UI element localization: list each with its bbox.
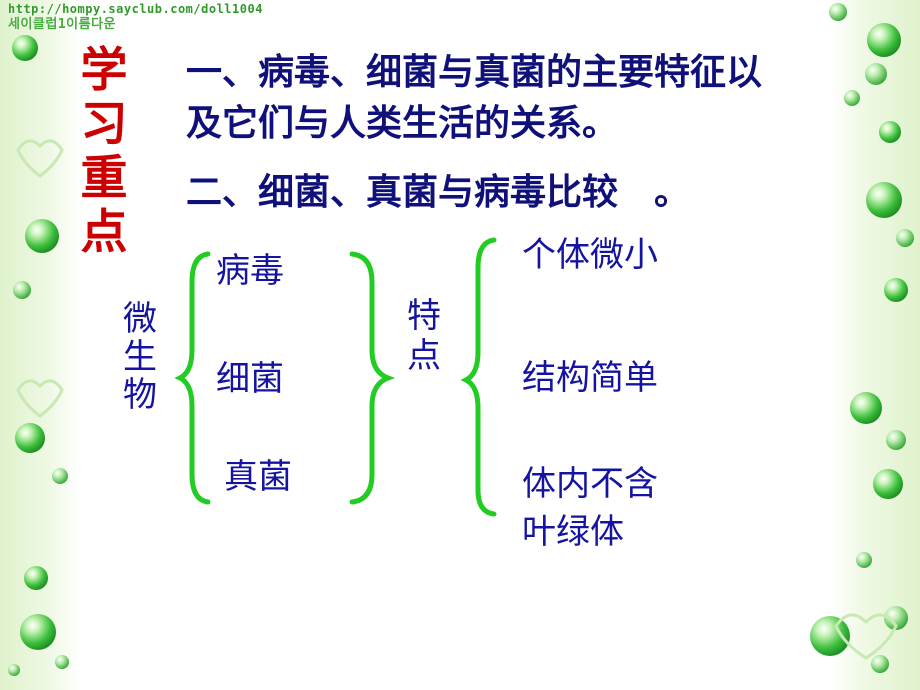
left-brace	[174, 251, 211, 505]
microbe-label: 微 生 物	[120, 300, 160, 414]
right-brace	[460, 237, 497, 517]
heading-char: 点	[80, 205, 128, 260]
middle-brace	[349, 251, 396, 505]
point-2: 二、细菌、真菌与病毒比较 。	[186, 172, 691, 213]
trait-small-size: 个体微小	[522, 235, 658, 275]
point-1-line-2: 及它们与人类生活的关系。	[186, 103, 619, 144]
trait-simple-structure: 结构简单	[522, 358, 658, 398]
member-fungi: 真菌	[224, 457, 292, 497]
trait-no-chlorophyll-line-2: 叶绿体	[522, 512, 624, 552]
member-bacteria: 细菌	[216, 359, 284, 399]
trait-label-char: 点	[407, 336, 441, 376]
point-1-line-1: 一、病毒、细菌与真菌的主要特征以	[186, 52, 763, 93]
right-border-panel	[830, 0, 920, 690]
microbe-label-char: 生	[123, 337, 157, 377]
heading-char: 习	[80, 97, 128, 152]
heading-char: 学	[80, 43, 128, 98]
microbe-label-char: 微	[123, 299, 157, 339]
heading-char: 重	[80, 151, 128, 206]
microbe-label-char: 物	[123, 375, 157, 415]
watermark-korean: 세이클럽1이름다운	[8, 17, 117, 32]
trait-label-char: 特	[407, 296, 441, 336]
heading-key-points: 学 习 重 点	[78, 44, 130, 260]
site-watermark: http://hompy.sayclub.com/doll1004 세이클럽1이…	[8, 1, 263, 33]
trait-no-chlorophyll-line-1: 体内不含	[522, 464, 658, 504]
watermark-url: http://hompy.sayclub.com/doll1004	[8, 2, 263, 16]
member-virus: 病毒	[216, 251, 284, 291]
trait-label: 特 点	[404, 296, 444, 376]
